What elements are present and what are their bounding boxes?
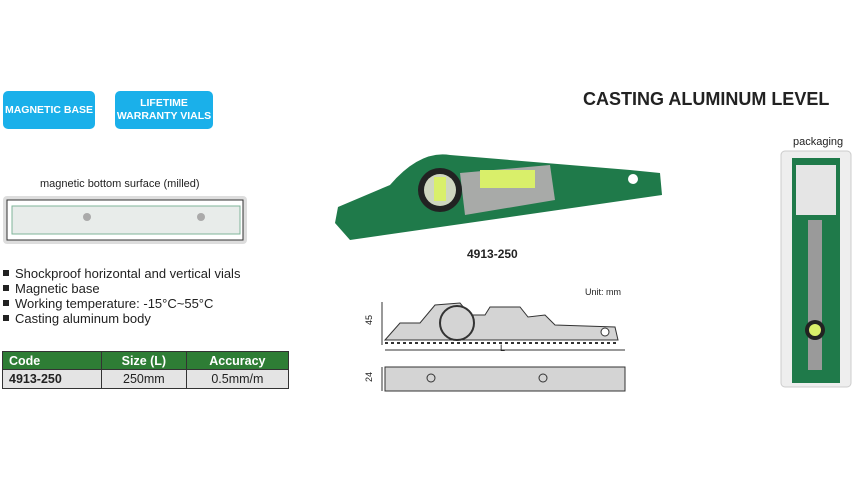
feature-item: Working temperature: -15°C~55°C — [3, 296, 240, 311]
bottom-surface-image — [3, 196, 247, 244]
dimension-drawing — [381, 302, 626, 392]
cell-code: 4913-250 — [2, 369, 102, 389]
packaging-image — [780, 150, 852, 388]
cell-size: 250mm — [101, 369, 187, 389]
product-code-label: 4913-250 — [467, 247, 518, 261]
badge-magnetic-base: MAGNETIC BASE — [3, 91, 95, 129]
dim-width: 24 — [364, 371, 375, 383]
dim-length: L — [500, 343, 506, 353]
packaging-label: packaging — [793, 136, 844, 148]
dim-height: 45 — [364, 314, 375, 326]
header-accuracy: Accuracy — [185, 351, 290, 370]
product-photo — [335, 154, 662, 240]
feature-item: Magnetic base — [3, 281, 240, 296]
feature-list: Shockproof horizontal and vertical vials… — [3, 266, 240, 326]
feature-item: Shockproof horizontal and vertical vials — [3, 266, 240, 281]
header-code: Code — [2, 351, 102, 370]
feature-item: Casting aluminum body — [3, 311, 240, 326]
unit-label: Unit: mm — [585, 287, 621, 297]
cell-accuracy: 0.5mm/m — [185, 369, 290, 389]
header-size: Size (L) — [101, 351, 187, 370]
badge-lifetime-warranty: LIFETIME WARRANTY VIALS — [115, 91, 213, 129]
bottom-surface-caption: magnetic bottom surface (milled) — [40, 178, 200, 190]
page-title: CASTING ALUMINUM LEVEL — [583, 89, 830, 109]
